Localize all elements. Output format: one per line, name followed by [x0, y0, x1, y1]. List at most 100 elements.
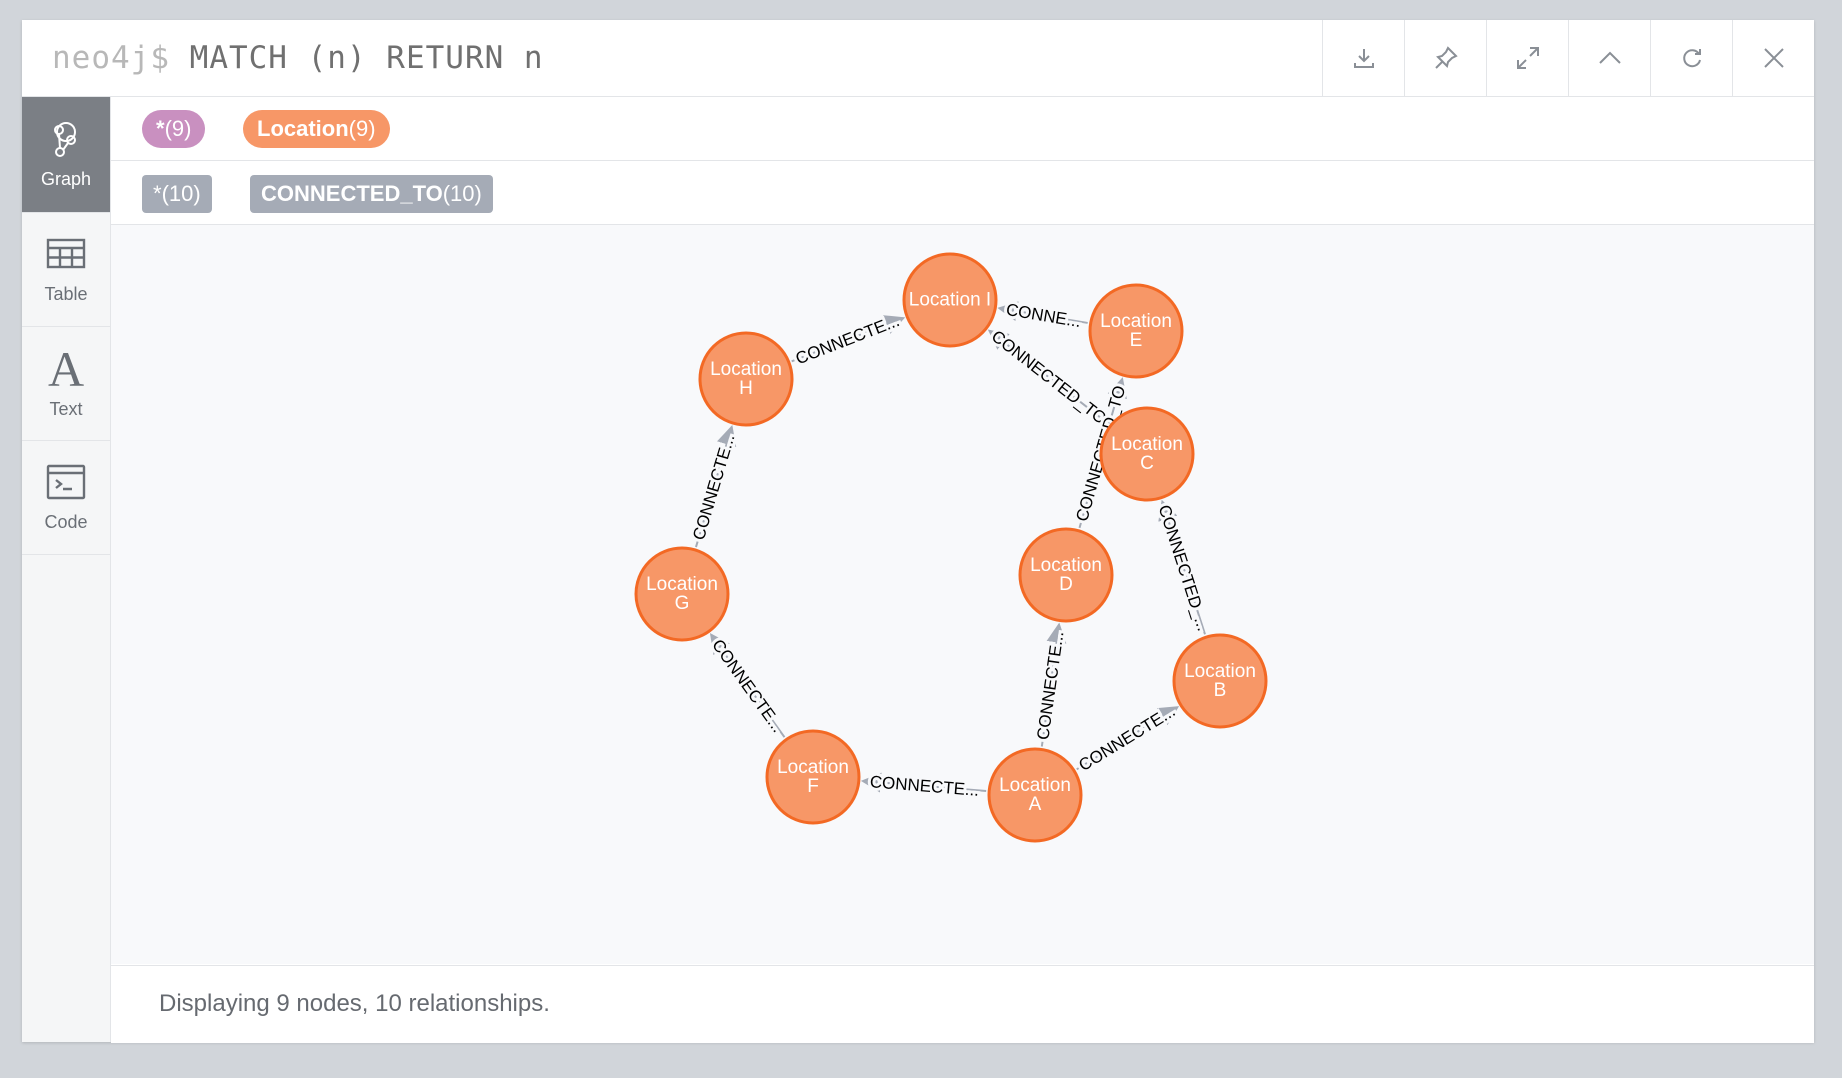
- relationship-edge[interactable]: CONNECTE...: [860, 769, 987, 803]
- relationship-edge[interactable]: CONNECTE...: [790, 308, 906, 371]
- query-editor[interactable]: neo4j$ MATCH (n) RETURN n: [22, 20, 1814, 97]
- pin-icon: [1434, 46, 1458, 69]
- sidebar-item-label: Graph: [40, 169, 92, 189]
- relationship-line[interactable]: [1076, 706, 1180, 771]
- legend-count: (10): [442, 181, 482, 206]
- status-bar: Displaying 9 nodes, 10 relationships.: [111, 965, 1814, 1043]
- relationship-line[interactable]: [987, 329, 1110, 425]
- node-caption: Location: [1100, 311, 1172, 332]
- text-icon: A: [47, 341, 85, 397]
- view-sidebar: Graph Table A Text Code: [22, 97, 111, 1042]
- node-caption: H: [739, 378, 753, 399]
- node-caption: A: [1029, 794, 1042, 815]
- relationship-edge[interactable]: CONNECTE...: [705, 633, 790, 739]
- relationship-line[interactable]: [1040, 622, 1067, 747]
- sidebar-item-graph[interactable]: Graph: [22, 97, 110, 213]
- table-icon: [46, 238, 86, 269]
- node-caption: F: [807, 776, 819, 797]
- relationship-edge[interactable]: CONNECTE...: [686, 425, 742, 548]
- close-button[interactable]: [1732, 20, 1814, 96]
- node-circle[interactable]: [1018, 527, 1114, 623]
- legend-count: (9): [164, 116, 192, 141]
- sidebar-item-text[interactable]: A Text: [22, 327, 110, 441]
- relationship-label: CONNECTED_...: [1155, 503, 1213, 634]
- pin-button[interactable]: [1404, 20, 1486, 96]
- download-button[interactable]: [1322, 20, 1404, 96]
- sidebar-item-label: Table: [44, 284, 88, 304]
- graph-visualization[interactable]: CONNE...CONNECTE...CONNECTED_TOCONNECTED…: [111, 225, 1814, 964]
- relationship-edge[interactable]: CONNECTED_...: [1152, 499, 1216, 637]
- node-caption: Location I: [909, 290, 991, 311]
- node-circle[interactable]: [902, 252, 998, 348]
- legend-count: (9): [348, 116, 376, 141]
- rerun-button[interactable]: [1650, 20, 1732, 96]
- node-circle[interactable]: [698, 331, 794, 427]
- sidebar-item-label: Code: [44, 512, 88, 532]
- node-caption: C: [1140, 453, 1154, 474]
- collapse-button[interactable]: [1568, 20, 1650, 96]
- node-circle[interactable]: [1088, 283, 1184, 379]
- node-circle[interactable]: [634, 546, 730, 642]
- node-circle[interactable]: [987, 747, 1083, 843]
- graph-node-i[interactable]: Location I: [902, 252, 998, 348]
- chevron-up-icon: [1598, 51, 1621, 64]
- download-icon: [1353, 49, 1374, 68]
- node-caption: Location: [777, 757, 849, 778]
- query-text[interactable]: neo4j$ MATCH (n) RETURN n: [52, 40, 544, 76]
- node-caption: D: [1059, 574, 1073, 595]
- legend-label: Location: [257, 116, 349, 141]
- relationship-label: CONNECTE...: [708, 636, 787, 736]
- node-caption: Location: [1184, 661, 1256, 682]
- node-circle[interactable]: [1099, 406, 1195, 502]
- relationship-line[interactable]: [997, 301, 1088, 324]
- relationship-edge[interactable]: CONNE...: [997, 297, 1088, 334]
- relationship-edge[interactable]: CONNECTE...: [1030, 622, 1070, 747]
- legend-node-all[interactable]: *(9): [142, 110, 206, 148]
- node-caption: Location: [1030, 555, 1102, 576]
- graph-icon: [54, 122, 76, 157]
- code-icon: [46, 464, 86, 500]
- frame-toolbar: [1322, 20, 1814, 96]
- query-string: MATCH (n) RETURN n: [189, 40, 544, 76]
- legend-rel-connected-to[interactable]: CONNECTED_TO(10): [250, 175, 493, 213]
- node-caption: E: [1130, 330, 1143, 351]
- expand-button[interactable]: [1486, 20, 1568, 96]
- relationship-legend: *(10) CONNECTED_TO(10): [111, 161, 1814, 225]
- relationship-label: CONNECTE...: [1075, 701, 1178, 775]
- legend-label: *: [156, 116, 165, 141]
- close-icon: [1763, 48, 1784, 68]
- node-caption: Location: [1111, 434, 1183, 455]
- legend-node-location[interactable]: Location(9): [243, 110, 390, 148]
- relationship-label: CONNECTE...: [1033, 630, 1067, 741]
- relationship-line[interactable]: [709, 633, 786, 738]
- node-caption: Location: [999, 775, 1071, 796]
- node-legend: *(9) Location(9): [111, 97, 1814, 161]
- relationship-line[interactable]: [860, 772, 987, 793]
- refresh-icon: [1682, 49, 1701, 68]
- relationship-line[interactable]: [791, 315, 906, 363]
- result-frame: neo4j$ MATCH (n) RETURN n: [22, 20, 1814, 1043]
- node-caption: B: [1214, 680, 1227, 701]
- relationship-edge[interactable]: CONNECTE...: [1072, 698, 1181, 778]
- relationship-line[interactable]: [1158, 499, 1206, 635]
- sidebar-item-code[interactable]: Code: [22, 441, 110, 555]
- node-caption: Location: [646, 574, 718, 595]
- sidebar-item-table[interactable]: Table: [22, 213, 110, 327]
- node-caption: Location: [710, 359, 782, 380]
- node-circle[interactable]: [1172, 633, 1268, 729]
- legend-count: (10): [161, 181, 201, 206]
- legend-rel-all[interactable]: *(10): [142, 175, 212, 213]
- query-prompt: neo4j$: [52, 40, 170, 76]
- relationship-line[interactable]: [695, 425, 737, 548]
- node-circle[interactable]: [765, 729, 861, 825]
- sidebar-item-label: Text: [49, 399, 83, 419]
